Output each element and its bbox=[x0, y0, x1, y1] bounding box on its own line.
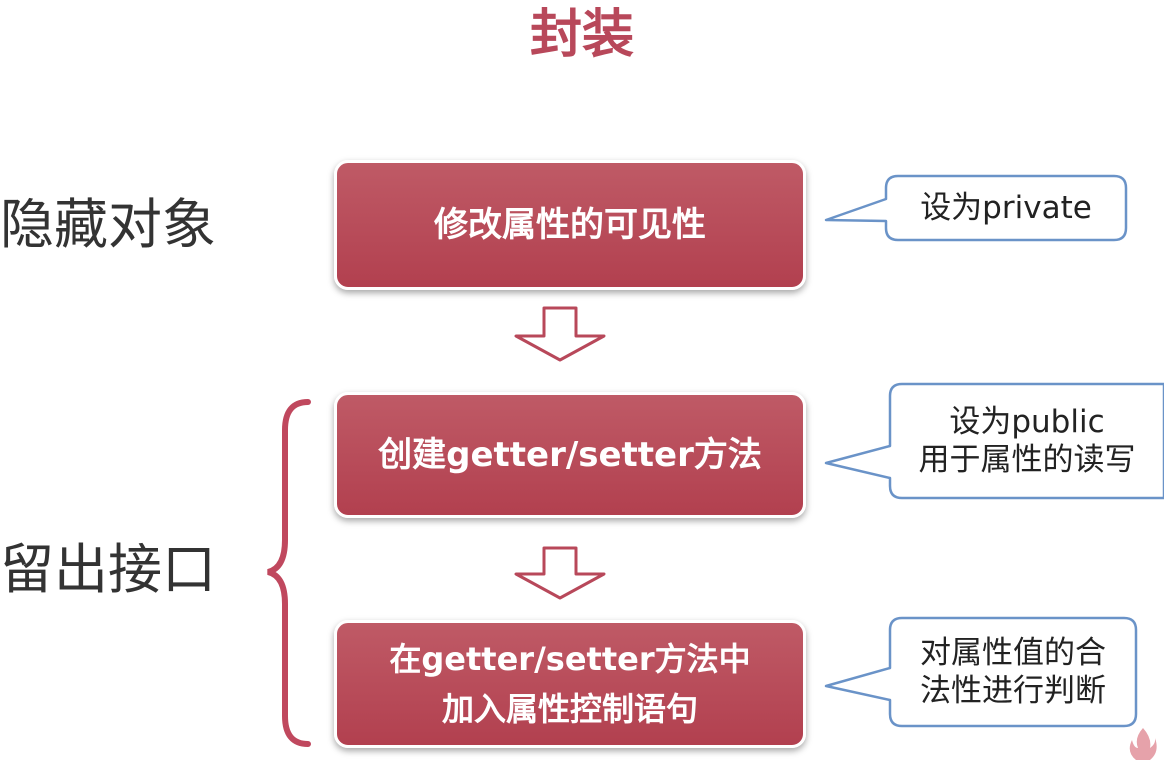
down-arrow-icon bbox=[514, 306, 606, 362]
callout-2-line-2: 用于属性的读写 bbox=[918, 442, 1136, 478]
flame-logo-icon bbox=[1129, 728, 1157, 760]
page-title: 封装 bbox=[529, 5, 634, 65]
step-3-line-1: 在getter/setter方法中 bbox=[389, 640, 751, 678]
down-arrow-icon bbox=[514, 546, 606, 600]
callout-3-line-2: 法性进行判断 bbox=[920, 673, 1106, 709]
step-box-3: 在getter/setter方法中 加入属性控制语句 bbox=[334, 620, 806, 748]
callout-1-line-1: 设为private bbox=[920, 190, 1092, 226]
step-box-2: 创建getter/setter方法 bbox=[334, 392, 806, 518]
callout-text-2: 设为public 用于属性的读写 bbox=[890, 384, 1164, 498]
side-label-hide: 隐藏对象 bbox=[0, 193, 216, 256]
curly-brace-icon bbox=[267, 399, 311, 747]
step-3-line-2: 加入属性控制语句 bbox=[441, 690, 698, 728]
callout-text-3: 对属性值的合 法性进行判断 bbox=[890, 618, 1136, 726]
step-1-line-1: 修改属性的可见性 bbox=[434, 205, 706, 245]
callout-3-line-1: 对属性值的合 bbox=[920, 635, 1106, 671]
side-label-expose: 留出接口 bbox=[0, 538, 216, 601]
step-2-line-1: 创建getter/setter方法 bbox=[378, 435, 762, 475]
callout-2-line-1: 设为public bbox=[949, 404, 1105, 440]
callout-text-1: 设为private bbox=[886, 176, 1126, 240]
step-box-1: 修改属性的可见性 bbox=[334, 160, 806, 290]
